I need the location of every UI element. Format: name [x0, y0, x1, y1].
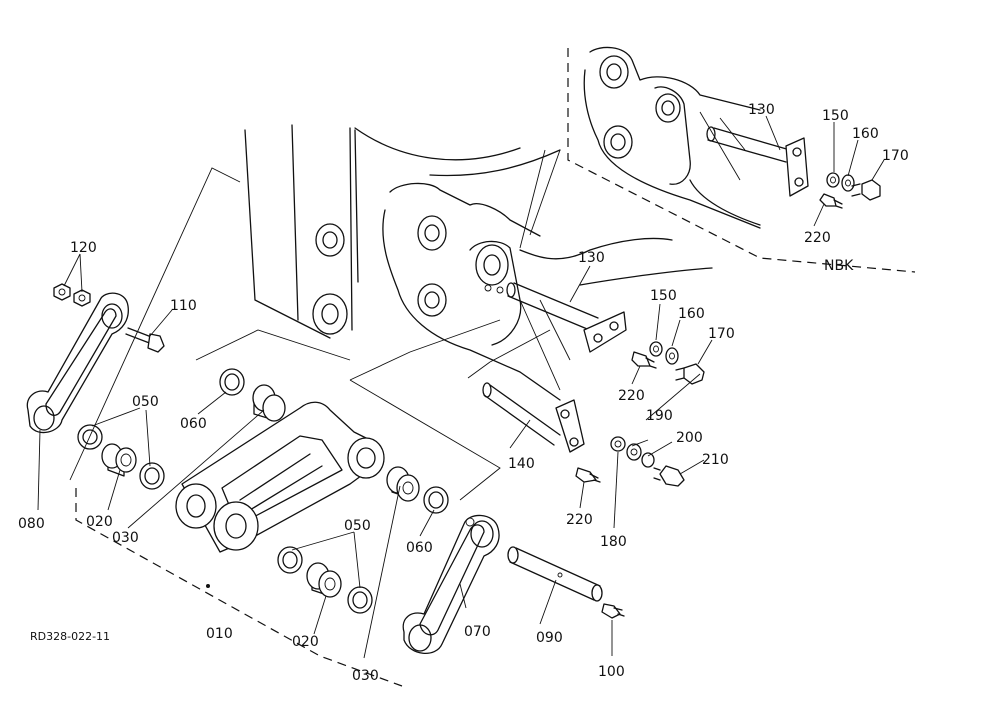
grease-fitting-220-a — [631, 351, 657, 369]
bolt-110 — [125, 327, 165, 353]
callout-170-inset: 170 — [882, 148, 909, 164]
variant-label: NBK — [824, 258, 854, 274]
washer-200 — [641, 452, 655, 468]
nbk-grease-fitting-220 — [819, 193, 843, 209]
h-link-010 — [175, 401, 385, 588]
link-arm-080 — [26, 292, 129, 434]
callout-190: 190 — [646, 408, 673, 424]
bolt-210 — [653, 465, 685, 487]
callout-150-inset: 150 — [822, 108, 849, 124]
callout-220-center: 220 — [618, 388, 645, 404]
pin-140 — [482, 382, 561, 446]
assembly-outline — [69, 149, 561, 687]
callout-070: 070 — [464, 624, 491, 640]
plate-130 — [583, 311, 627, 353]
callout-140: 140 — [508, 456, 535, 472]
bushing-020-lower — [306, 562, 342, 598]
callout-080: 080 — [18, 516, 45, 532]
callout-110: 110 — [170, 298, 197, 314]
callout-030-lower: 030 — [352, 668, 379, 684]
callout-120: 120 — [70, 240, 97, 256]
callout-130-center: 130 — [578, 250, 605, 266]
plate-140 — [555, 399, 585, 453]
seal-060-upper — [219, 368, 245, 396]
callout-labels: 120 110 050 080 020 030 060 010 050 020 … — [18, 102, 909, 684]
callout-050-left: 050 — [132, 394, 159, 410]
callout-010: 010 — [206, 626, 233, 642]
callout-130-inset: 130 — [748, 102, 775, 118]
callout-180: 180 — [600, 534, 627, 550]
bushing-020-left — [101, 443, 137, 477]
callout-060-upper: 060 — [180, 416, 207, 432]
leader-lines — [37, 115, 885, 659]
callout-170-center: 170 — [708, 326, 735, 342]
swing-bracket-housing — [354, 127, 713, 401]
seal-060-right — [423, 486, 449, 514]
nbk-bracket-housing — [583, 46, 761, 229]
callout-210: 210 — [702, 452, 729, 468]
nuts-120 — [53, 283, 91, 307]
bushing-030-upper — [252, 384, 286, 422]
nbk-inset-boundary — [567, 48, 916, 273]
callout-150-center: 150 — [650, 288, 677, 304]
washer-180 — [610, 436, 626, 452]
nbk-plate — [785, 137, 809, 197]
washer-190 — [626, 443, 642, 461]
callout-160-center: 160 — [678, 306, 705, 322]
callout-100: 100 — [598, 664, 625, 680]
collar-150 — [649, 341, 663, 357]
callout-220-lower: 220 — [566, 512, 593, 528]
grease-fitting-220-b — [575, 467, 601, 483]
nbk-pin-130 — [706, 126, 791, 163]
callout-090: 090 — [536, 630, 563, 646]
boom-cylinder-plates — [244, 124, 359, 339]
nbk-washer-160 — [841, 174, 855, 192]
callout-030-left: 030 — [112, 530, 139, 546]
drawing-code: RD328-022-11 — [30, 630, 110, 643]
bolt-170 — [675, 363, 705, 385]
callout-220-inset: 220 — [804, 230, 831, 246]
seal-050-lower — [277, 546, 303, 574]
callout-020-left: 020 — [86, 514, 113, 530]
washer-160 — [665, 347, 679, 365]
nbk-collar-150 — [826, 172, 840, 188]
pin-130 — [506, 282, 599, 332]
seal-030-lower — [347, 586, 373, 614]
callout-160-inset: 160 — [852, 126, 879, 142]
link-arm-070 — [402, 514, 500, 654]
callout-020-lower: 020 — [292, 634, 319, 650]
grease-fitting-100 — [601, 603, 625, 619]
seal-030-left — [139, 462, 165, 490]
callout-060-right: 060 — [406, 540, 433, 556]
pin-090 — [507, 546, 603, 602]
bushing-030-right — [386, 466, 420, 502]
callout-050-lower: 050 — [344, 518, 371, 534]
nbk-bolt-170 — [851, 179, 881, 201]
callout-200: 200 — [676, 430, 703, 446]
